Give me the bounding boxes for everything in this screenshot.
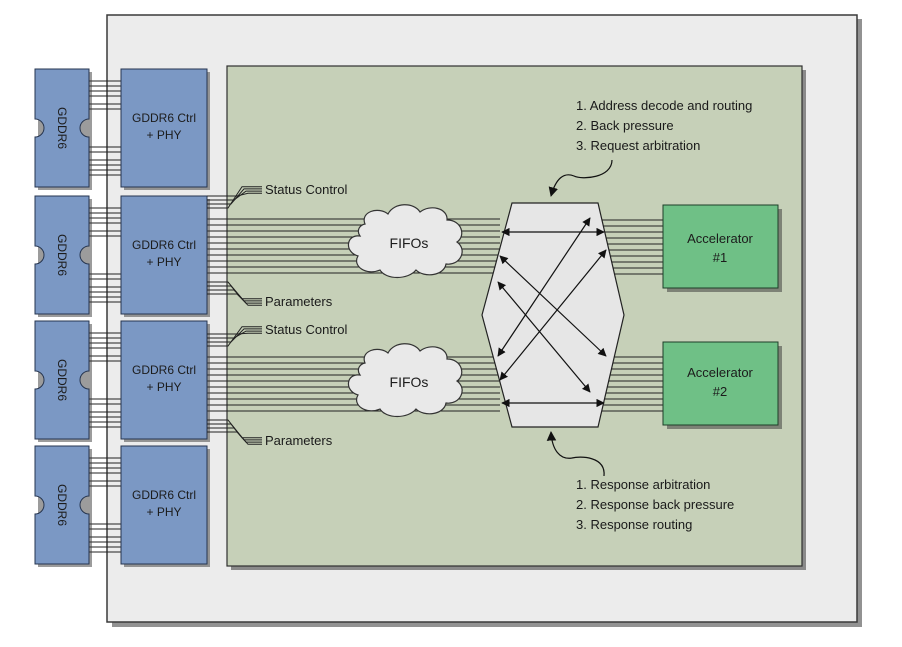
memory-bus-lines [89, 80, 121, 553]
controller-title: GDDR6 Ctrl [132, 488, 196, 502]
gddr6-chip-2: GDDR6 [34, 195, 92, 317]
fifo-label-2: FIFOs [390, 374, 429, 390]
accelerator-1 [662, 204, 779, 289]
gddr6-chip-3: GDDR6 [34, 320, 92, 442]
gddr6-label: GDDR6 [55, 234, 69, 276]
controller-title: GDDR6 Ctrl [132, 111, 196, 125]
controller-subtitle: + PHY [146, 380, 181, 394]
gddr6-label: GDDR6 [55, 359, 69, 401]
response-note-2: 2. Response back pressure [576, 497, 734, 512]
status-control-label-1: Status Control [265, 182, 347, 197]
fifo-cloud-1 [347, 204, 463, 279]
response-note-1: 1. Response arbitration [576, 477, 710, 492]
accelerator-2 [662, 341, 779, 426]
controller-title: GDDR6 Ctrl [132, 363, 196, 377]
response-callout-arrow [546, 431, 605, 477]
controller-subtitle: + PHY [146, 255, 181, 269]
accelerator-2-title: Accelerator [687, 365, 753, 380]
request-note-2: 2. Back pressure [576, 118, 674, 133]
gddr6-label: GDDR6 [55, 484, 69, 526]
controller-subtitle: + PHY [146, 128, 181, 142]
response-notes: 1. Response arbitration 2. Response back… [576, 477, 734, 532]
gddr6-controller-1: GDDR6 Ctrl + PHY [120, 68, 210, 190]
control-fanout-lines [207, 186, 262, 445]
crossbar-arrows [497, 217, 607, 408]
gddr6-controller-2: GDDR6 Ctrl + PHY [120, 195, 210, 317]
fifo-label-1: FIFOs [390, 235, 429, 251]
response-note-3: 3. Response routing [576, 517, 692, 532]
parameters-label-2: Parameters [265, 433, 333, 448]
controller-subtitle: + PHY [146, 505, 181, 519]
fifo-cloud-2 [347, 343, 463, 418]
accelerator-1-title: Accelerator [687, 231, 753, 246]
accelerator-1-number: #1 [713, 250, 727, 265]
gddr6-chip-4: GDDR6 [34, 445, 92, 567]
gddr6-controller-3: GDDR6 Ctrl + PHY [120, 320, 210, 442]
parameters-label-1: Parameters [265, 294, 333, 309]
controller-title: GDDR6 Ctrl [132, 238, 196, 252]
gddr6-controller-4: GDDR6 Ctrl + PHY [120, 445, 210, 567]
request-note-3: 3. Request arbitration [576, 138, 700, 153]
accelerator-2-number: #2 [713, 384, 727, 399]
status-control-label-2: Status Control [265, 322, 347, 337]
gddr6-chip-1: GDDR6 [34, 68, 92, 190]
request-notes: 1. Address decode and routing 2. Back pr… [576, 98, 752, 153]
gddr6-label: GDDR6 [55, 107, 69, 149]
request-note-1: 1. Address decode and routing [576, 98, 752, 113]
request-callout-arrow [548, 159, 613, 197]
